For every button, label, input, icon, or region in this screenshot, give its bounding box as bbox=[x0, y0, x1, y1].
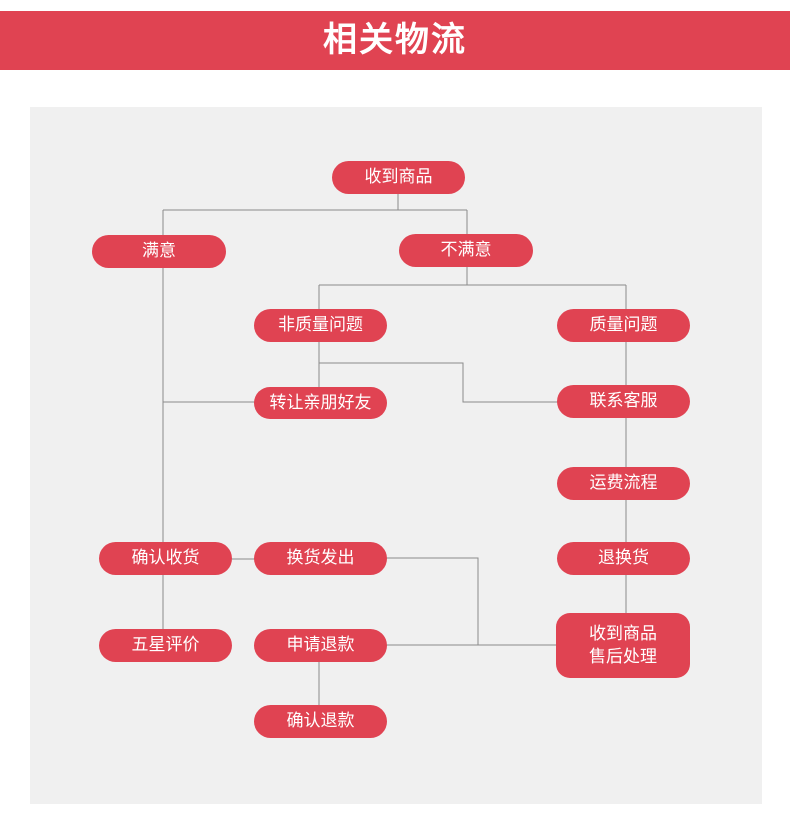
node-label: 收到商品 bbox=[364, 167, 433, 188]
node-received: 收到商品 bbox=[332, 161, 465, 194]
node-unsatisfied: 不满意 bbox=[399, 234, 533, 267]
node-label: 非质量问题 bbox=[278, 315, 363, 336]
node-satisfied: 满意 bbox=[92, 235, 226, 268]
node-label: 换货发出 bbox=[286, 548, 355, 569]
node-label: 不满意 bbox=[440, 240, 492, 261]
node-label: 质量问题 bbox=[589, 315, 658, 336]
node-label: 申请退款 bbox=[286, 635, 355, 656]
node-return-exchange: 退换货 bbox=[557, 542, 690, 575]
flowchart-panel bbox=[30, 107, 762, 804]
node-label: 转让亲朋好友 bbox=[269, 392, 372, 413]
connector-received-to-branches bbox=[162, 194, 468, 235]
node-label: 满意 bbox=[142, 241, 176, 262]
header-banner: 相关物流 bbox=[0, 11, 790, 70]
connector-unsatisfied-to-issues bbox=[318, 267, 627, 309]
connector-non-quality-to-service bbox=[319, 362, 558, 403]
page-title: 相关物流 bbox=[323, 20, 467, 60]
node-contact-service: 联系客服 bbox=[557, 385, 690, 418]
node-confirm-refund: 确认退款 bbox=[254, 705, 387, 738]
node-label: 退换货 bbox=[598, 548, 649, 569]
connector-exchange-to-after-sales bbox=[386, 557, 557, 646]
node-transfer: 转让亲朋好友 bbox=[254, 387, 387, 419]
node-label: 确认退款 bbox=[286, 711, 355, 732]
node-label: 运费流程 bbox=[589, 473, 658, 494]
connector-satisfied-trunk bbox=[162, 268, 256, 542]
node-label: 五星评价 bbox=[131, 635, 200, 656]
node-label: 确认收货 bbox=[131, 548, 200, 569]
node-confirm-receipt: 确认收货 bbox=[99, 542, 232, 575]
node-after-sales: 收到商品 售后处理 bbox=[556, 613, 690, 678]
node-five-star: 五星评价 bbox=[99, 629, 232, 662]
node-non-quality: 非质量问题 bbox=[254, 309, 387, 342]
node-apply-refund: 申请退款 bbox=[254, 629, 387, 662]
node-label-line-2: 售后处理 bbox=[589, 646, 657, 667]
node-label: 联系客服 bbox=[589, 391, 658, 412]
node-shipping-process: 运费流程 bbox=[557, 467, 690, 500]
node-exchange-shipped: 换货发出 bbox=[254, 542, 387, 575]
node-label-line-1: 收到商品 bbox=[589, 624, 657, 645]
node-quality: 质量问题 bbox=[557, 309, 690, 342]
